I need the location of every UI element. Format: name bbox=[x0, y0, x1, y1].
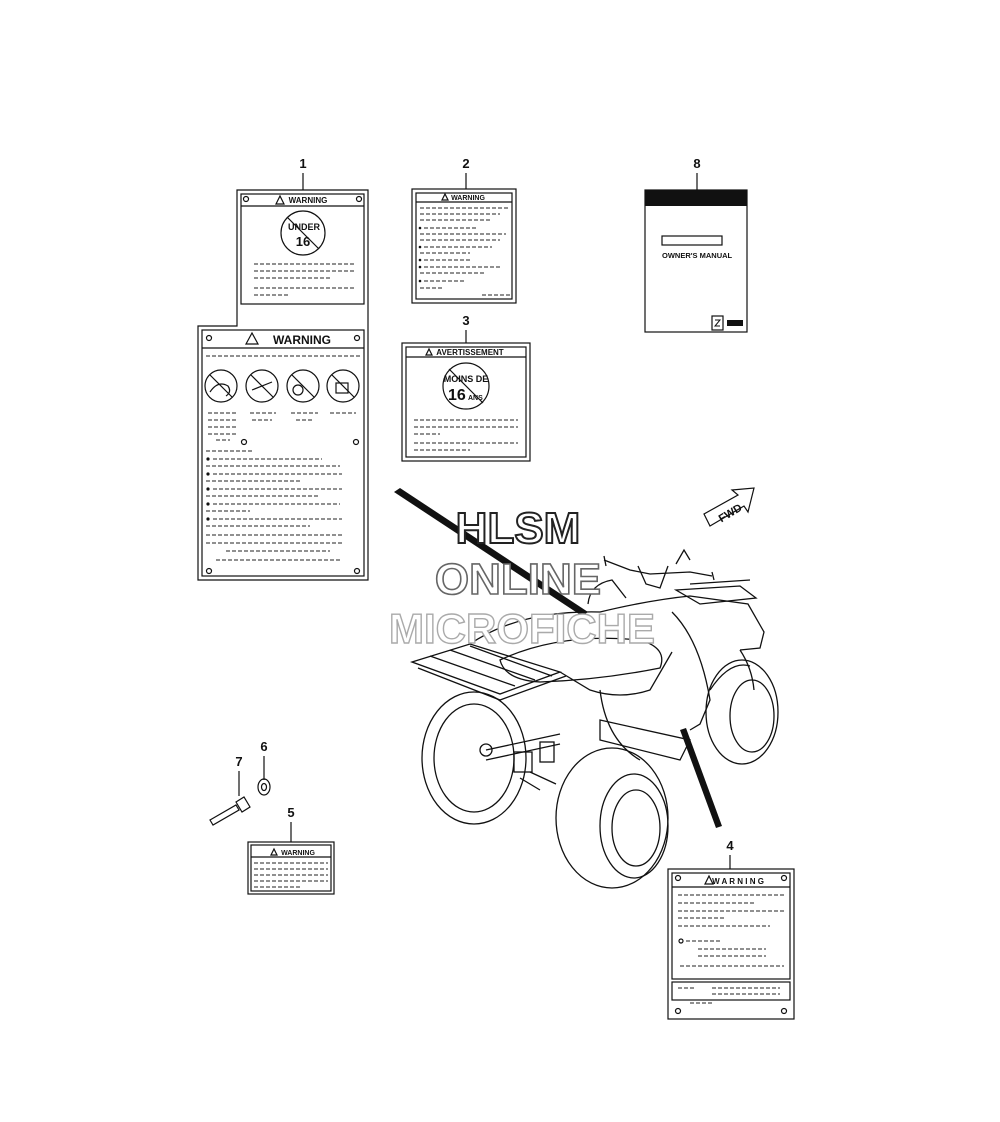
manual-code-block bbox=[727, 320, 743, 326]
label-3-16-text: 16 bbox=[448, 387, 466, 404]
label-5-outline bbox=[247, 841, 335, 895]
leader-line-4-to-atv bbox=[680, 728, 722, 828]
no-under-16-icon bbox=[442, 362, 490, 410]
item-6-washer[interactable]: 6 bbox=[257, 739, 271, 796]
manual-title-box bbox=[661, 235, 723, 246]
fwd-text: FWD bbox=[717, 502, 745, 525]
label-2-warning[interactable]: 2 WARNING bbox=[411, 156, 517, 304]
callout-3: 3 bbox=[462, 313, 469, 328]
label-1-lower-panel bbox=[201, 329, 365, 577]
suzuki-logo-icon bbox=[711, 315, 724, 331]
label-1-16-text: 16 bbox=[296, 234, 310, 249]
watermark: HLSM ONLINE MICROFICHE bbox=[388, 503, 655, 653]
rivet-icon bbox=[209, 796, 251, 826]
label-1-upper-panel bbox=[240, 193, 365, 305]
callout-1: 1 bbox=[299, 156, 306, 171]
label-1-warning-title-small: WARNING bbox=[289, 196, 328, 205]
watermark-line-2: ONLINE bbox=[435, 555, 601, 604]
label-3-outline bbox=[401, 342, 531, 462]
manual-top-band bbox=[645, 190, 747, 206]
manual-cover bbox=[644, 189, 748, 333]
pictogram-icons bbox=[204, 369, 360, 403]
callout-6: 6 bbox=[260, 739, 267, 754]
washer-icon bbox=[257, 778, 271, 796]
label-1-outline bbox=[197, 189, 369, 581]
atv-illustration bbox=[409, 548, 779, 889]
label-2-warning-title: WARNING bbox=[451, 195, 485, 202]
no-under-16-icon bbox=[280, 210, 326, 256]
manual-title-text: OWNER'S MANUAL bbox=[662, 251, 733, 260]
label-4-warning-title: W A R N I N G bbox=[712, 877, 764, 886]
warning-triangle-icon bbox=[704, 874, 714, 885]
callout-7: 7 bbox=[235, 754, 242, 769]
label-4-outline bbox=[667, 868, 795, 1020]
warning-triangle-icon bbox=[425, 347, 433, 356]
leader-line-to-atv-rear bbox=[394, 488, 588, 616]
label-1-under-text: UNDER bbox=[288, 222, 321, 232]
callout-4: 4 bbox=[726, 838, 734, 853]
item-8-owners-manual[interactable]: 8 OWNER'S MANUAL bbox=[644, 156, 748, 333]
item-7-rivet[interactable]: 7 bbox=[209, 754, 251, 826]
label-3-avertissement-title: AVERTISSEMENT bbox=[436, 348, 504, 357]
label-4-warning[interactable]: 4 W A R N I N G bbox=[667, 838, 795, 1020]
warning-triangle-icon bbox=[270, 847, 278, 856]
label-1-warning-title: WARNING bbox=[273, 333, 331, 347]
fwd-arrow-icon: FWD bbox=[703, 487, 755, 527]
warning-triangle-icon bbox=[244, 331, 260, 345]
callout-8: 8 bbox=[693, 156, 700, 171]
callout-5: 5 bbox=[287, 805, 294, 820]
callout-2: 2 bbox=[462, 156, 469, 171]
watermark-line-1: HLSM bbox=[456, 504, 581, 553]
label-5-warning-title: WARNING bbox=[281, 850, 315, 857]
warning-triangle-icon bbox=[275, 194, 285, 205]
watermark-line-3: MICROFICHE bbox=[389, 605, 655, 652]
label-3-moins-de-text: MOINS DE bbox=[444, 374, 489, 384]
label-5-warning[interactable]: 5 WARNING bbox=[247, 805, 335, 895]
label-1-warning-large[interactable]: 1 WARNING UNDER 16 WARNING bbox=[197, 156, 369, 581]
label-2-outline bbox=[411, 188, 517, 304]
label-3-ans-text: ANS bbox=[468, 395, 483, 402]
label-3-avertissement[interactable]: 3 AVERTISSEMENT MOINS DE 16 ANS bbox=[401, 313, 531, 462]
warning-triangle-icon bbox=[441, 192, 449, 201]
